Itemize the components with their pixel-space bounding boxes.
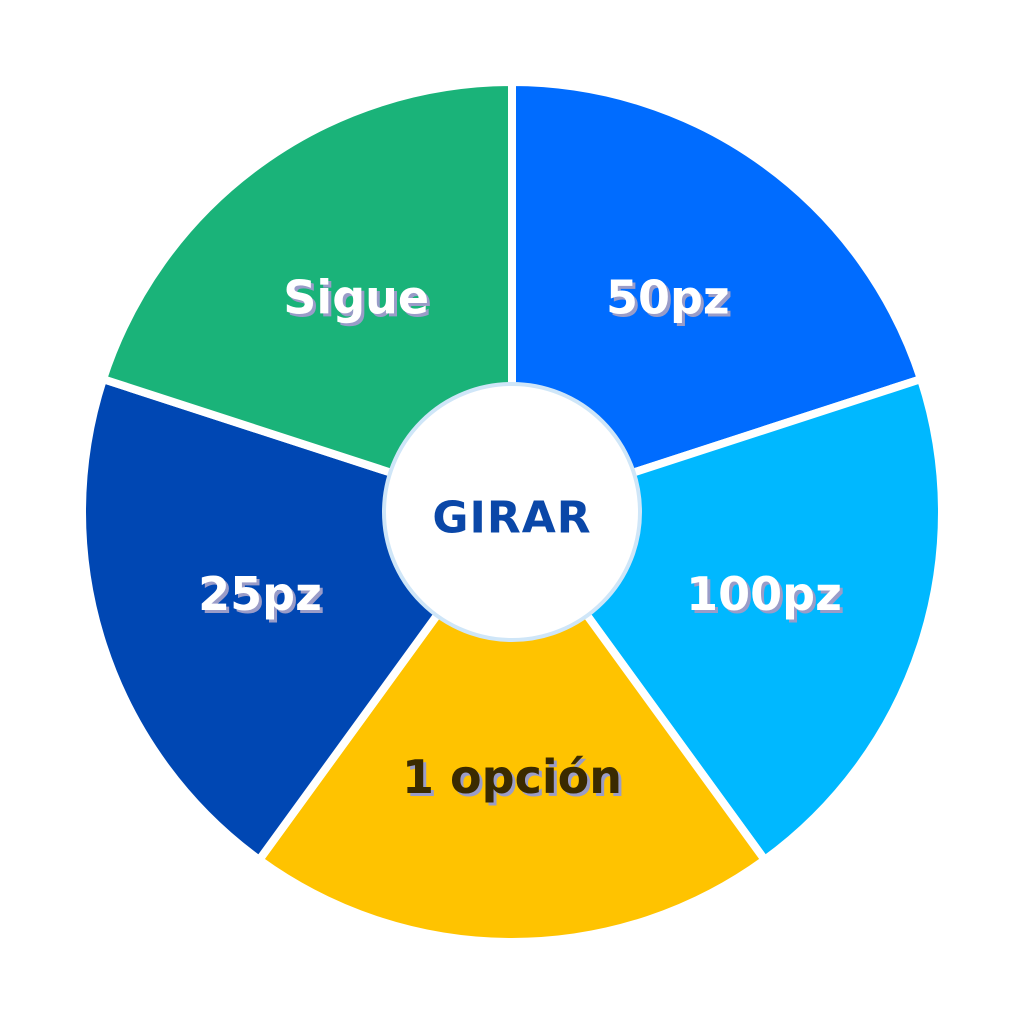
wheel-segment-label-shadow: 100pz — [689, 570, 845, 624]
spin-button[interactable]: GIRAR — [382, 382, 642, 642]
wheel-segment-label: 25pz — [198, 567, 322, 621]
wheel-segment — [99, 78, 516, 516]
wheel-segment-label-shadow: 1 opción — [405, 753, 625, 807]
wheel-segment-label-shadow: 25pz — [201, 570, 325, 624]
wheel-segment-label-shadow: 50pz — [609, 274, 733, 328]
wheel-segment-label: Sigue — [283, 271, 429, 325]
wheel-segment — [508, 78, 925, 516]
spin-button-circle[interactable] — [382, 382, 642, 642]
wheel-segment-label: 50pz — [606, 271, 730, 325]
wheel-segment — [255, 508, 769, 947]
wheel-segment-label: 100pz — [686, 567, 842, 621]
wheel-segment-label: 1 opción — [402, 750, 622, 804]
wheel-segments — [78, 78, 946, 947]
wheel-segment-label-shadow: Sigue — [286, 274, 432, 328]
spin-button-label[interactable]: GIRAR — [432, 493, 591, 544]
